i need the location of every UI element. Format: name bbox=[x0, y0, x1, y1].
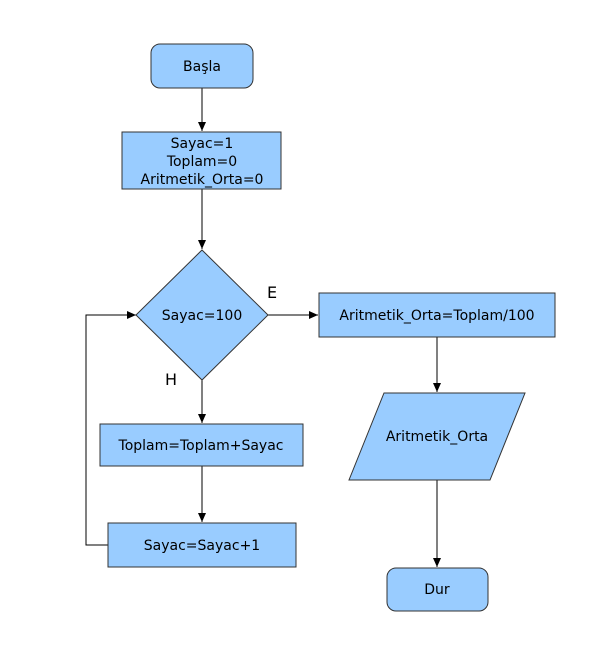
output-io-node bbox=[348, 392, 526, 481]
decision-node bbox=[135, 249, 269, 381]
sum-process-label: Toplam=Toplam+Sayac bbox=[118, 438, 284, 454]
init-line-3: Aritmetik_Orta=0 bbox=[141, 172, 264, 188]
end-node-label: Dur bbox=[424, 582, 450, 598]
increment-process-label: Sayac=Sayac+1 bbox=[144, 538, 260, 554]
decision-node-label: Sayac=100 bbox=[162, 308, 242, 324]
edge-label-yes: E bbox=[267, 283, 277, 302]
end-node bbox=[386, 567, 489, 612]
increment-process-node bbox=[107, 522, 297, 568]
output-io-label: Aritmetik_Orta bbox=[386, 429, 488, 445]
init-process-node bbox=[121, 131, 282, 190]
edge-label-no: H bbox=[165, 370, 177, 389]
init-line-1: Sayac=1 bbox=[171, 136, 234, 152]
edge-increment-to-decision bbox=[85, 311, 136, 546]
start-node-label: Başla bbox=[183, 59, 221, 75]
init-line-2: Toplam=0 bbox=[166, 154, 237, 170]
sum-process-node bbox=[99, 423, 304, 467]
average-process-label: Aritmetik_Orta=Toplam/100 bbox=[339, 308, 534, 324]
average-process-node bbox=[318, 292, 556, 338]
start-node bbox=[150, 43, 254, 89]
